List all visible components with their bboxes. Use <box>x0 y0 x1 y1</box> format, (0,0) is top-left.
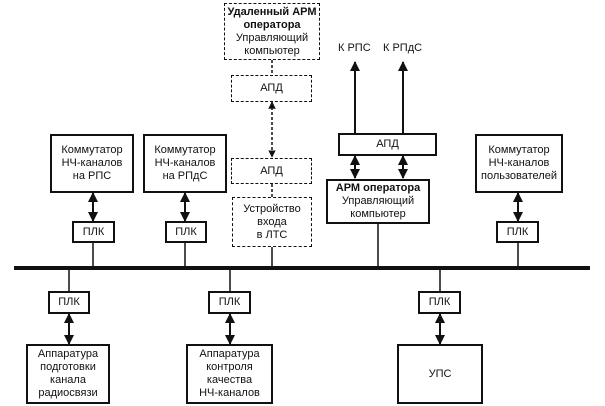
label-to-rps: К РПС <box>338 42 371 54</box>
remote-arm-title-1: Удаленный АРМ <box>227 5 317 18</box>
lts-entry-box: Устройство входа в ЛТС <box>232 197 312 247</box>
remote-arm-subtitle-1: Управляющий <box>235 31 309 44</box>
radio-prep-line2: подготовки <box>40 361 96 373</box>
quality-ctrl-line3: качества <box>206 374 253 386</box>
remote-arm-box: Удаленный АРМ оператора Управляющий комп… <box>224 3 320 60</box>
plk-radio-label: ПЛК <box>58 296 80 308</box>
radio-prep-line3: канала <box>50 374 86 386</box>
switch-rps-line2: НЧ-каналов <box>61 157 123 169</box>
lts-entry-line2: входа <box>257 215 287 228</box>
apd-top-label: АПД <box>260 82 283 94</box>
plk-rps-label: ПЛК <box>82 225 105 238</box>
radio-prep-line4: радиосвязи <box>38 387 98 399</box>
quality-ctrl-line4: НЧ-каналов <box>199 387 260 399</box>
plk-quality-box: ПЛК <box>208 291 251 314</box>
arm-operator-subtitle-2: компьютер <box>350 208 406 220</box>
quality-ctrl-box: Аппаратура контроля качества НЧ-каналов <box>186 344 273 404</box>
switch-rpds-line3: на РПдС <box>162 170 208 182</box>
switch-rps-box: Коммутатор НЧ-каналов на РПС <box>50 134 134 193</box>
plk-quality-label: ПЛК <box>218 296 241 308</box>
arm-operator-subtitle-1: Управляющий <box>341 195 415 207</box>
remote-arm-title-2: оператора <box>243 18 301 31</box>
remote-arm-subtitle-2: компьютер <box>244 44 300 57</box>
switch-rpds-line2: НЧ-каналов <box>154 157 216 169</box>
plk-users-label: ПЛК <box>506 225 529 238</box>
plk-rps-box: ПЛК <box>72 221 115 243</box>
quality-ctrl-line1: Аппаратура <box>199 348 260 360</box>
arm-operator-title: АРМ оператора <box>335 182 421 194</box>
plk-rpds-label: ПЛК <box>175 225 197 238</box>
lts-entry-line3: в ЛТС <box>256 228 288 241</box>
plk-ups-label: ПЛК <box>428 296 451 308</box>
radio-prep-line1: Аппаратура <box>37 348 99 360</box>
switch-rpds-box: Коммутатор НЧ-каналов на РПдС <box>143 134 227 193</box>
label-to-rpds: К РПдС <box>383 42 423 54</box>
switch-rps-line1: Коммутатор <box>61 144 123 156</box>
plk-ups-box: ПЛК <box>418 291 461 314</box>
apd-right-label: АПД <box>376 138 399 150</box>
switch-users-box: Коммутатор НЧ-каналов пользователей <box>475 134 563 193</box>
plk-rpds-box: ПЛК <box>165 221 207 243</box>
apd-mid-box: АПД <box>231 158 312 184</box>
plk-radio-box: ПЛК <box>48 291 90 314</box>
apd-right-box: АПД <box>338 133 437 156</box>
lts-entry-line1: Устройство <box>243 202 301 215</box>
switch-users-line1: Коммутатор <box>488 144 550 156</box>
apd-mid-label: АПД <box>260 164 283 177</box>
ups-label: УПС <box>428 367 452 380</box>
switch-rpds-line1: Коммутатор <box>154 144 216 156</box>
arm-operator-box: АРМ оператора Управляющий компьютер <box>326 179 430 224</box>
quality-ctrl-line2: контроля <box>206 361 253 373</box>
ups-box: УПС <box>397 344 483 404</box>
apd-top-box: АПД <box>231 75 312 102</box>
radio-prep-box: Аппаратура подготовки канала радиосвязи <box>26 344 110 404</box>
switch-users-line2: НЧ-каналов <box>488 157 550 169</box>
plk-users-box: ПЛК <box>496 221 539 243</box>
switch-users-line3: пользователей <box>481 170 557 182</box>
switch-rps-line3: на РПС <box>72 170 112 182</box>
